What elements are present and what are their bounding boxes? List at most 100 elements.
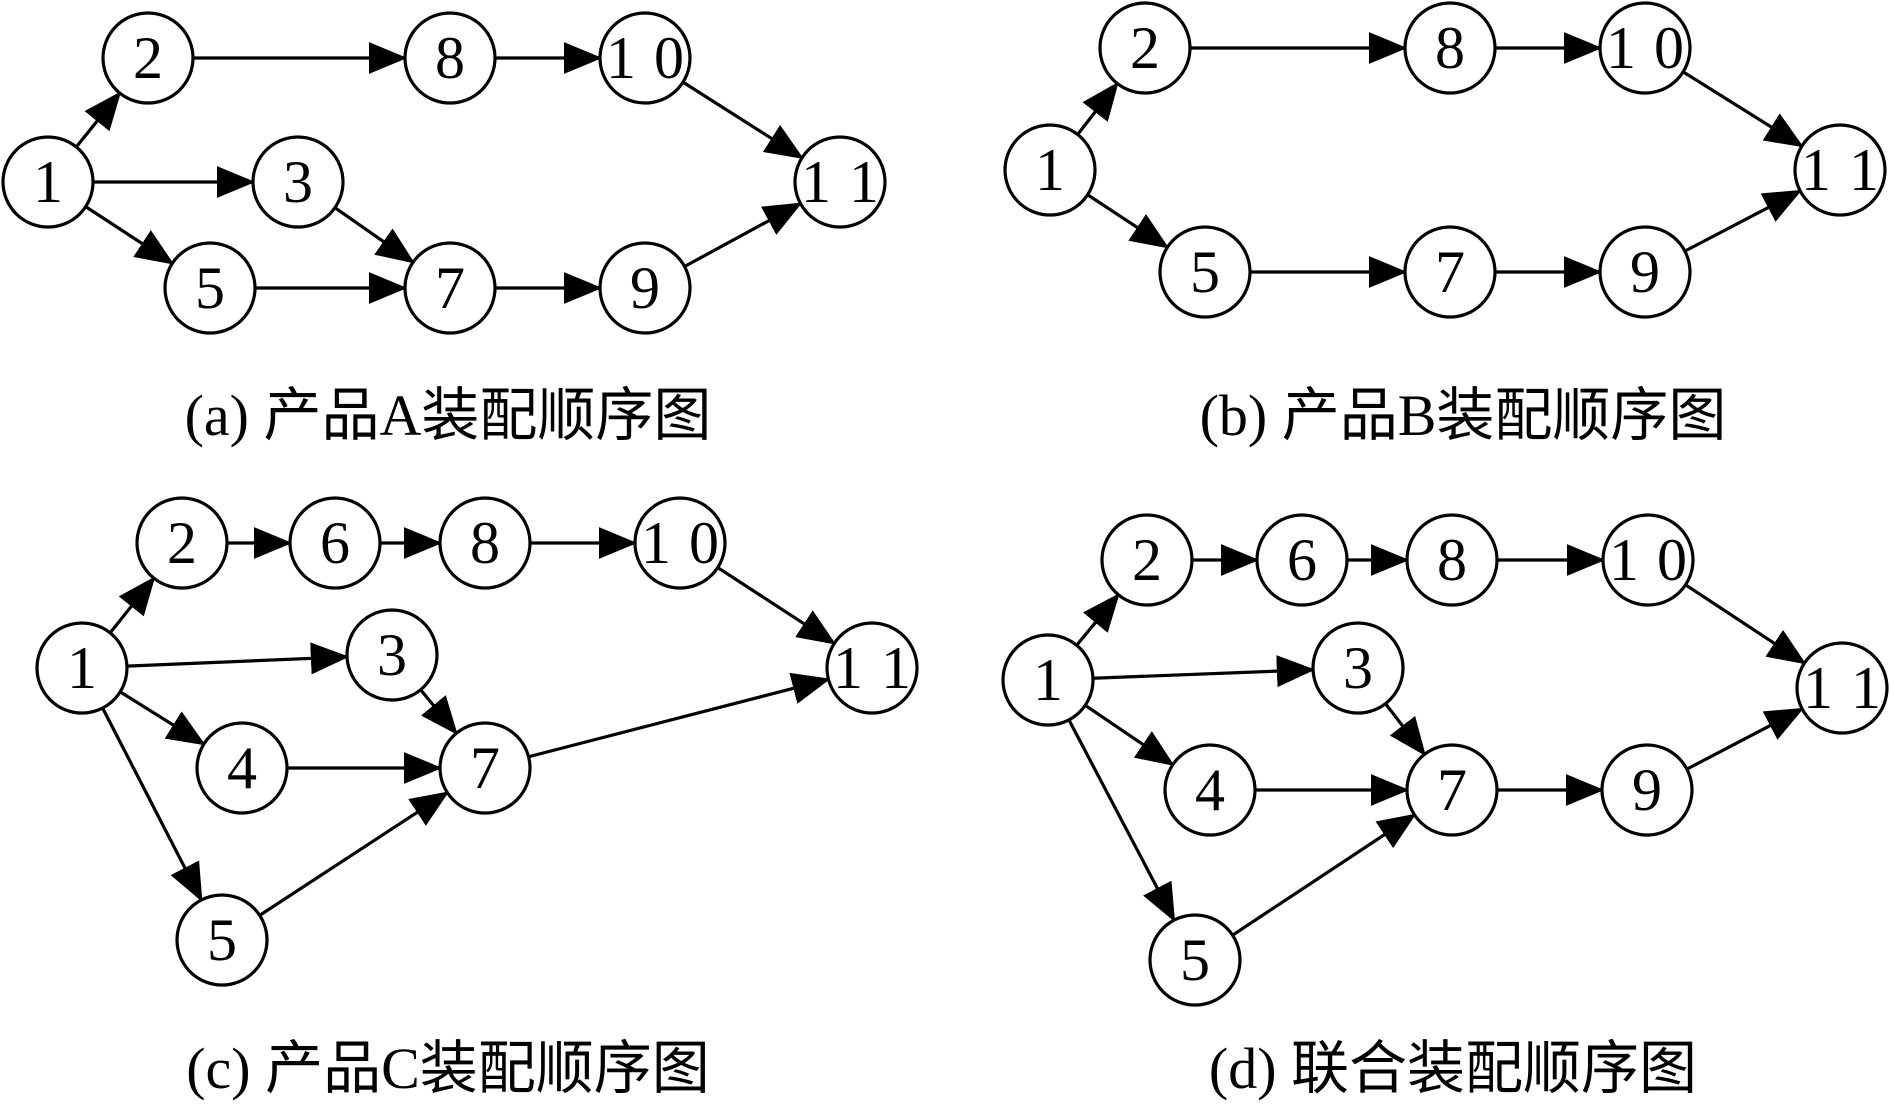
node-circle	[1311, 621, 1405, 715]
edge-d-1-to-2	[1075, 593, 1120, 647]
node-circle	[403, 241, 497, 335]
node-circle	[35, 621, 129, 715]
node-circle	[438, 721, 532, 815]
node-a-9: 9	[598, 241, 692, 335]
node-circle	[1158, 225, 1252, 319]
edge-d-5-to-7	[1231, 813, 1417, 937]
node-label: 8	[1435, 15, 1465, 81]
node-circle	[1403, 225, 1497, 319]
edge-c-5-to-7	[258, 791, 450, 917]
node-c-5: 5	[175, 893, 269, 987]
node-c-6: 6	[288, 496, 382, 590]
node-c-2: 2	[135, 496, 229, 590]
node-b-11: 11	[1793, 123, 1887, 217]
node-circle	[1403, 1, 1497, 95]
node-a-2: 2	[101, 11, 195, 105]
node-c-7: 7	[438, 721, 532, 815]
node-label: 1	[1035, 137, 1065, 203]
node-circle	[1598, 1, 1692, 95]
edge-d-9-to-11	[1686, 707, 1805, 771]
node-circle	[251, 135, 345, 229]
node-circle	[1098, 1, 1192, 95]
node-label: 8	[1437, 527, 1467, 593]
node-circle	[1793, 123, 1887, 217]
node-circle	[1598, 225, 1692, 319]
node-a-10: 10	[598, 11, 692, 105]
edge-d-3-to-7	[1384, 702, 1426, 757]
panel-d-caption: (d) 联合装配顺序图	[1209, 1036, 1697, 1101]
node-b-9: 9	[1598, 225, 1692, 319]
node-circle	[403, 11, 497, 105]
node-label: 5	[1190, 239, 1220, 305]
node-d-10: 10	[1601, 513, 1695, 607]
node-label: 7	[435, 255, 465, 321]
edge-b-1-to-2	[1076, 81, 1119, 136]
node-label: 3	[283, 149, 313, 215]
node-circle	[1405, 513, 1499, 607]
panel-c-edges	[101, 527, 837, 917]
node-label: 1	[33, 149, 63, 215]
node-c-8: 8	[438, 496, 532, 590]
node-label: 8	[435, 25, 465, 91]
edge-c-7-to-11	[528, 672, 831, 759]
panel-a: 1 2 35 7 8 9 10 11 (a) 产品A装配顺序图	[1, 11, 887, 448]
node-label: 6	[320, 510, 350, 576]
node-circle	[1100, 513, 1194, 607]
node-b-5: 5	[1158, 225, 1252, 319]
node-label: 5	[195, 255, 225, 321]
node-b-1: 1	[1003, 123, 1097, 217]
node-d-6: 6	[1255, 513, 1349, 607]
edge-c-1-to-2	[108, 576, 156, 634]
node-circle	[1795, 641, 1889, 735]
node-circle	[135, 496, 229, 590]
edge-c-10-to-11	[716, 566, 837, 645]
node-circle	[288, 496, 382, 590]
node-a-11: 11	[793, 135, 887, 229]
node-label: 4	[1195, 757, 1225, 823]
node-b-7: 7	[1403, 225, 1497, 319]
node-circle	[1003, 123, 1097, 217]
node-circle	[345, 608, 439, 702]
node-d-2: 2	[1100, 513, 1194, 607]
node-label: 7	[1437, 757, 1467, 823]
node-circle	[598, 11, 692, 105]
node-a-3: 3	[251, 135, 345, 229]
edge-d-1-to-4	[1084, 703, 1175, 766]
node-a-5: 5	[163, 241, 257, 335]
edge-d-10-to-11	[1684, 583, 1807, 665]
node-a-1: 1	[1, 135, 95, 229]
node-label: 2	[133, 25, 163, 91]
node-c-4: 4	[195, 721, 289, 815]
node-label: 1	[1033, 647, 1063, 713]
node-circle	[175, 893, 269, 987]
edge-b-1-to-5	[1086, 193, 1170, 249]
edge-a-9-to-11	[683, 202, 803, 268]
node-c-11: 11	[825, 621, 919, 715]
edge-d-1-to-3	[1092, 655, 1316, 688]
node-d-3: 3	[1311, 621, 1405, 715]
edge-c-3-to-7	[419, 688, 458, 735]
node-d-7: 7	[1405, 743, 1499, 837]
node-circle	[195, 721, 289, 815]
node-c-3: 3	[345, 608, 439, 702]
node-d-8: 8	[1405, 513, 1499, 607]
node-label: 9	[1632, 757, 1662, 823]
node-label: 2	[1132, 527, 1162, 593]
node-label: 5	[1180, 927, 1210, 993]
node-circle	[163, 241, 257, 335]
node-d-4: 4	[1163, 743, 1257, 837]
node-label: 9	[630, 255, 660, 321]
node-circle	[825, 621, 919, 715]
node-circle	[1405, 743, 1499, 837]
node-label: 4	[227, 735, 257, 801]
panel-a-caption: (a) 产品A装配顺序图	[185, 383, 712, 448]
node-label: 8	[470, 510, 500, 576]
node-circle	[1148, 913, 1242, 1007]
node-c-10: 10	[633, 496, 727, 590]
